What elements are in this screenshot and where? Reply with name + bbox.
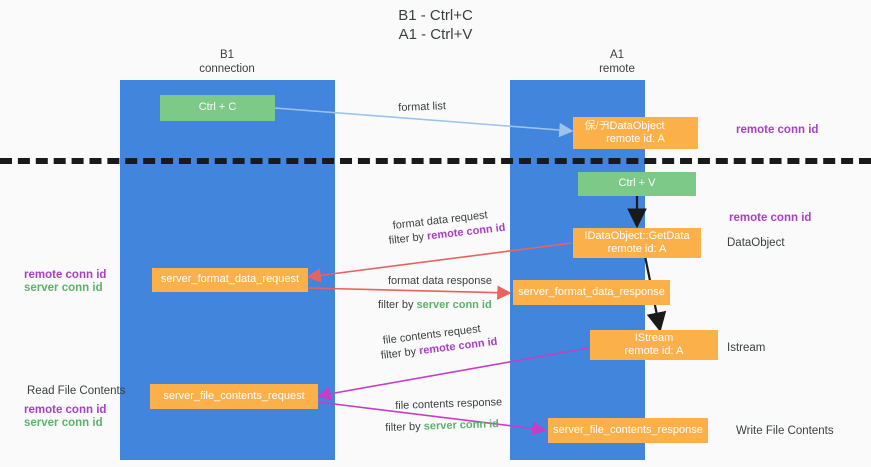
node-server-format-data-request[interactable]: server_format_data_request (152, 268, 308, 292)
node-ctrl-c[interactable]: Ctrl + C (160, 95, 275, 121)
right-label-remote-conn-id-mid: remote conn id (729, 212, 812, 224)
column-header-a1-role: remote (599, 63, 635, 75)
filter-prefix-2: filter by (378, 299, 417, 311)
left-label-server-conn-id-1: server conn id (24, 282, 103, 294)
node-idataobject-line1: IDataObject (606, 119, 665, 132)
filter-prefix-1: filter by (388, 230, 428, 247)
column-header-b1: B1 connection (147, 48, 307, 76)
filter-key-server-conn-id-1: server conn id (416, 299, 492, 311)
node-ctrl-c-label: Ctrl + C (198, 101, 237, 114)
edge-label-format-list: format list (398, 100, 447, 114)
node-idataobject-line2: remote id: A (606, 133, 665, 145)
node-server-file-contents-response[interactable]: server_file_contents_response (548, 418, 708, 443)
right-label-remote-conn-id-top: remote conn id (736, 124, 819, 136)
diagram-title: B1 - Ctrl+C A1 - Ctrl+V (0, 6, 871, 44)
edge-label-file-contents-response: file contents response (395, 396, 503, 412)
node-idataobject[interactable]: 保/チ IDataObject remote id: A (573, 117, 698, 149)
right-label-istream: Istream (727, 342, 766, 354)
node-istream[interactable]: IStream remote id: A (590, 330, 718, 360)
node-getdata-line2: remote id: A (607, 243, 667, 255)
column-header-a1: A1 remote (537, 48, 697, 76)
node-idataobject-line1-wrap: 保/チ IDataObject (584, 119, 665, 134)
column-header-b1-role: connection (199, 63, 255, 75)
node-ctrl-v-label: Ctrl + V (618, 177, 656, 190)
edge-label-file-contents-response-filter: filter by server conn id (385, 417, 499, 435)
edge-format-data-response (307, 285, 512, 300)
column-header-b1-name: B1 (219, 49, 235, 61)
node-getdata-line1: IDataObject::GetData (584, 229, 690, 242)
edge-label-format-data-response-filter: filter by server conn id (378, 298, 492, 312)
filter-prefix-4: filter by (385, 420, 424, 434)
node-server-format-data-response-label: server_format_data_response (518, 285, 665, 298)
title-line-2: A1 - Ctrl+V (398, 26, 473, 43)
filter-prefix-3: filter by (380, 345, 420, 362)
node-istream-line2: remote id: A (624, 345, 684, 357)
right-label-dataobject: DataObject (727, 237, 785, 249)
left-label-server-conn-id-2: server conn id (24, 417, 103, 429)
right-label-write-file-contents: Write File Contents (736, 425, 834, 437)
left-label-read-file-contents: Read File Contents (27, 385, 126, 397)
title-line-1: B1 - Ctrl+C (398, 7, 473, 24)
node-server-file-contents-response-label: server_file_contents_response (553, 423, 703, 436)
node-server-format-data-request-label: server_format_data_request (160, 273, 300, 286)
edge-label-format-data-response: format data response (388, 275, 492, 287)
phase-divider (0, 158, 871, 164)
filter-key-server-conn-id-2: server conn id (423, 418, 500, 433)
node-server-file-contents-request-label: server_file_contents_request (163, 389, 305, 402)
node-idataobject-getdata[interactable]: IDataObject::GetData remote id: A (573, 228, 701, 258)
node-server-file-contents-request[interactable]: server_file_contents_request (150, 384, 318, 409)
node-idataobject-overlap-artifact: 保/チ (584, 119, 610, 132)
left-label-remote-conn-id-2: remote conn id (24, 404, 107, 416)
node-server-format-data-response[interactable]: server_format_data_response (513, 280, 670, 305)
column-header-a1-name: A1 (609, 49, 625, 61)
left-label-remote-conn-id-1: remote conn id (24, 269, 107, 281)
node-istream-line1: IStream (634, 331, 674, 344)
node-ctrl-v[interactable]: Ctrl + V (578, 172, 696, 196)
